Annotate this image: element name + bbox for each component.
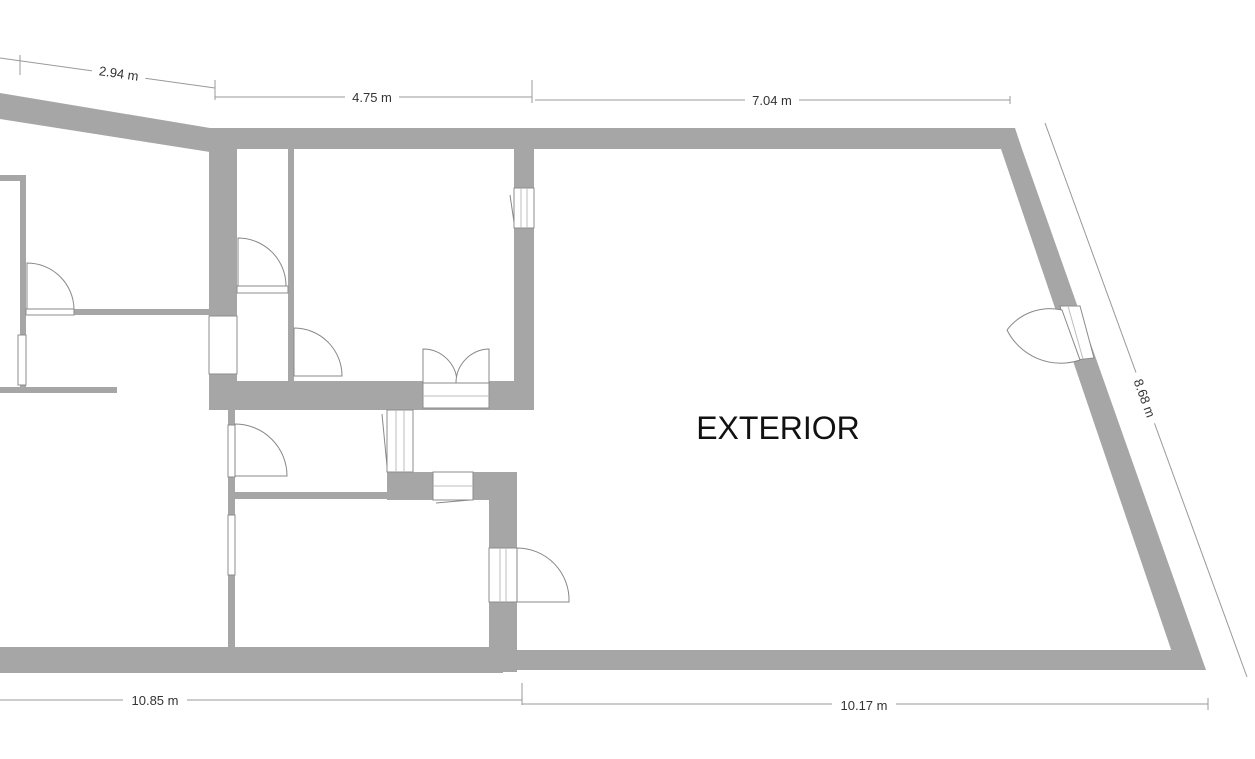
wall-far-left-top <box>0 175 26 181</box>
wall-far-left-horizontal <box>0 387 117 393</box>
dim-label-right-side: 8.68 m <box>1131 377 1159 419</box>
dim-label-bottom-right: 10.17 m <box>841 698 888 713</box>
wall-thin-493 <box>230 492 390 499</box>
walls <box>0 93 1206 673</box>
room-label-exterior: EXTERIOR <box>696 410 860 446</box>
dim-label-bottom-left: 10.85 m <box>132 693 179 708</box>
wall-right <box>1001 149 1206 670</box>
wall-far-left-vertical <box>20 175 26 389</box>
wall-bottom-right <box>500 650 1206 670</box>
wall-thin-289 <box>288 149 294 382</box>
wall-top-left <box>0 93 210 152</box>
doors <box>26 194 1081 603</box>
dimension-lines <box>0 55 1248 710</box>
wall-top <box>210 128 1022 149</box>
dim-label-top-left: 2.94 m <box>98 63 139 83</box>
wall-bottom-left <box>0 647 503 673</box>
windows <box>17 187 1095 603</box>
wall-far-left-mid <box>26 309 210 315</box>
dim-label-top-middle: 4.75 m <box>352 90 392 105</box>
wall-left-column-upper <box>209 140 237 316</box>
dim-label-top-right: 7.04 m <box>752 93 792 108</box>
